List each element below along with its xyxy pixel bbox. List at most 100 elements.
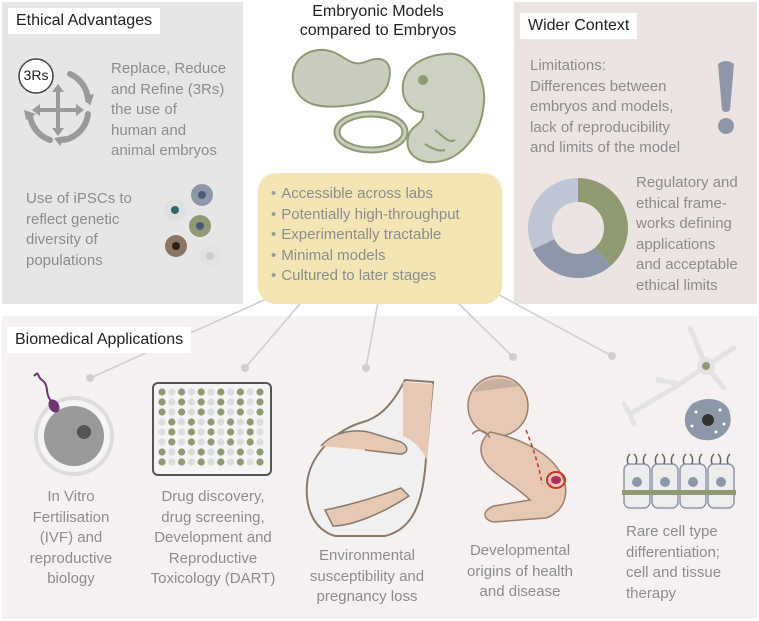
plate-well — [197, 388, 205, 396]
plate-well — [178, 398, 186, 406]
bullet-item: Accessible across labs — [271, 184, 460, 205]
bullet-item: Experimentally tractable — [271, 225, 460, 246]
plate-well — [236, 428, 244, 436]
plate-well — [207, 408, 215, 416]
plate-well — [246, 438, 254, 446]
plate-wells — [158, 388, 264, 466]
plate-well — [217, 458, 225, 466]
plate-well — [187, 448, 195, 456]
plate-well — [168, 408, 176, 416]
plate-well — [168, 418, 176, 426]
blastoid-model-shape — [291, 48, 391, 108]
plate-well — [187, 418, 195, 426]
bullet-item: Minimal models — [271, 246, 460, 267]
plate-well — [207, 438, 215, 446]
plate-well — [168, 448, 176, 456]
plate-well — [168, 398, 176, 406]
plate-well — [217, 398, 225, 406]
plate-well — [158, 458, 166, 466]
plate-well — [217, 448, 225, 456]
plate-well — [197, 428, 205, 436]
app-cell-therapy-text: Rare cell type differentiation; cell and… — [626, 523, 722, 602]
plate-well — [256, 438, 264, 446]
plate-well — [227, 398, 235, 406]
plate-well — [187, 408, 195, 416]
plate-well — [236, 408, 244, 416]
plate-well — [158, 418, 166, 426]
plate-well — [246, 398, 254, 406]
embryo-models-illustration — [291, 48, 486, 164]
wider-context-heading: Wider Context — [520, 13, 638, 39]
plate-well — [158, 448, 166, 456]
app-ivf-text: In Vitro Fertilisation (IVF) and reprodu… — [29, 488, 113, 587]
limitations-text: Limitations: Differences between embryos… — [530, 57, 681, 156]
plate-well — [197, 438, 205, 446]
plate-well — [217, 428, 225, 436]
plate-well — [207, 458, 215, 466]
plate-well — [256, 388, 264, 396]
exclamation-icon — [718, 61, 734, 134]
plate-well — [256, 418, 264, 426]
plate-well — [256, 448, 264, 456]
plate-well — [236, 418, 244, 426]
ipsc-cells-icon — [164, 184, 220, 266]
plate-well — [217, 418, 225, 426]
plate-well — [158, 428, 166, 436]
plate-well — [227, 438, 235, 446]
plate-well — [168, 438, 176, 446]
plate-well — [256, 408, 264, 416]
ivf-egg-sperm-icon — [33, 372, 114, 476]
plate-well — [217, 388, 225, 396]
three-rs-cycle-icon — [18, 58, 94, 146]
plate-well — [246, 428, 254, 436]
embryo-shape — [401, 52, 486, 164]
plate-well — [236, 398, 244, 406]
plate-well — [227, 388, 235, 396]
plate-well — [197, 448, 205, 456]
center-bullet-list: Accessible across labs Potentially high-… — [271, 184, 460, 287]
plate-well — [207, 428, 215, 436]
plate-well — [168, 388, 176, 396]
plate-well — [197, 458, 205, 466]
plate-well — [227, 408, 235, 416]
ethical-advantages-heading: Ethical Advantages — [8, 8, 161, 34]
biomedical-applications-heading: Biomedical Applications — [7, 327, 192, 353]
plate-well — [236, 448, 244, 456]
regulatory-text: Regulatory and ethical frame- works defi… — [636, 174, 738, 294]
plate-well — [246, 458, 254, 466]
ipsc-text: Use of iPSCs to reflect genetic diversit… — [26, 190, 132, 269]
pregnant-body-icon — [305, 378, 435, 537]
regulatory-donut-icon — [528, 178, 628, 278]
plate-well — [168, 428, 176, 436]
plate-well — [246, 388, 254, 396]
plate-well — [197, 408, 205, 416]
plate-well — [187, 388, 195, 396]
plate-well — [256, 458, 264, 466]
plate-well — [187, 428, 195, 436]
plate-well — [256, 398, 264, 406]
plate-well — [246, 448, 254, 456]
plate-well — [168, 458, 176, 466]
plate-well — [178, 408, 186, 416]
plate-well — [207, 418, 215, 426]
plate-well — [236, 438, 244, 446]
plate-well — [207, 398, 215, 406]
plate-well — [227, 448, 235, 456]
plate-well — [227, 458, 235, 466]
center-title-line-2: compared to Embryos — [299, 22, 457, 39]
plate-well — [158, 408, 166, 416]
plate-well — [158, 398, 166, 406]
plate-well — [197, 418, 205, 426]
plate-well — [217, 438, 225, 446]
plate-well — [178, 418, 186, 426]
plate-well — [187, 458, 195, 466]
center-title-line-1: Embryonic Models — [312, 3, 444, 20]
plate-well — [187, 438, 195, 446]
plate-well — [178, 388, 186, 396]
plate-well — [236, 388, 244, 396]
app-developmental-text: Developmental origins of health and dise… — [467, 542, 573, 600]
plate-well — [187, 398, 195, 406]
plate-well — [236, 458, 244, 466]
plate-well — [227, 428, 235, 436]
